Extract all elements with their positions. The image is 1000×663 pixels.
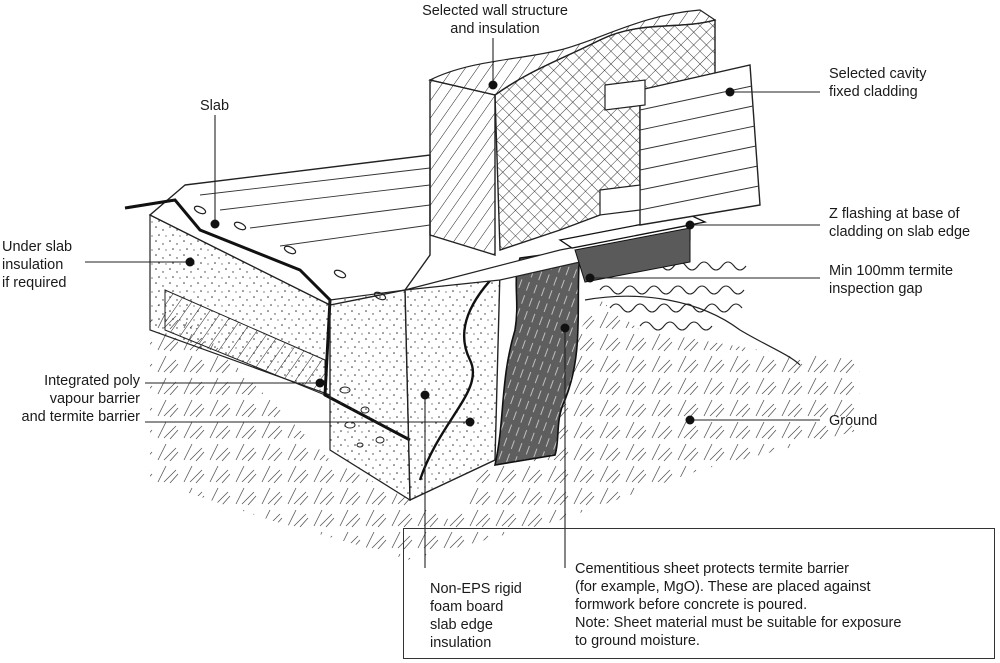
cavity-batten-bottom [599,184,641,216]
cavity-batten-top [604,79,646,111]
label-vapour-barrier-line-1: Integrated poly [44,373,140,389]
label-inspection-gap: Min 100mm termite inspection gap [829,262,953,298]
aggregate-stones [339,386,385,448]
label-cladding-line-2: fixed cladding [829,84,918,100]
edge-insulation-board [404,269,501,502]
gravel-coils [599,261,747,331]
label-cladding: Selected cavity fixed cladding [829,65,927,101]
label-cementitious-line-4: Note: Sheet material must be suitable fo… [575,615,902,631]
label-cladding-line-1: Selected cavity [829,66,927,82]
label-edge-insulation: Non-EPS rigid foam board slab edge insul… [430,580,522,652]
label-vapour-barrier-line-3: and termite barrier [21,409,140,425]
wall-top [428,9,717,96]
leader-lines [85,38,820,568]
label-cementitious-line-5: to ground moisture. [575,633,700,649]
label-vapour-barrier: Integrated poly vapour barrier and termi… [2,372,140,426]
cladding-boards [639,64,761,226]
label-vapour-barrier-line-2: vapour barrier [49,391,140,407]
label-under-slab-line-2: insulation [2,257,64,273]
wall-frame-side [429,79,496,256]
edge-insulation-wavy [418,269,501,481]
label-cementitious-line-2: (for example, MgO). These are placed aga… [575,579,871,595]
label-z-flashing-line-1: Z flashing at base of [829,206,960,222]
label-wall-line-1: Selected wall structure [422,3,568,19]
termite-gap [574,227,691,283]
ground-hatching [150,300,860,560]
label-wall-line-2: and insulation [450,21,540,37]
label-under-slab: Under slab insulation if required [2,238,72,292]
slab-top-lines [199,167,431,247]
label-z-flashing-line-2: cladding on slab edge [829,224,971,240]
label-slab: Slab [200,97,229,115]
label-z-flashing: Z flashing at base of cladding on slab e… [829,205,970,241]
label-cementitious: Cementitious sheet protects termite barr… [575,560,901,650]
label-under-slab-line-1: Under slab [2,239,73,255]
label-edge-insulation-line-1: Non-EPS rigid [430,581,522,597]
label-edge-insulation-line-2: foam board [430,599,504,615]
label-wall-structure: Selected wall structure and insulation [400,2,590,38]
label-under-slab-line-3: if required [2,275,67,291]
label-slab-line-1: Slab [200,98,230,114]
note-box [403,528,995,659]
label-ground-line-1: Ground [829,413,878,429]
vapour-barrier-line [124,198,411,442]
label-edge-insulation-line-3: slab edge [430,617,493,633]
label-inspection-gap-line-1: Min 100mm termite [829,263,954,279]
ground-mound [584,295,801,366]
label-edge-insulation-line-4: insulation [430,635,492,651]
cladding-lines [639,85,760,211]
label-cementitious-line-1: Cementitious sheet protects termite barr… [575,561,849,577]
label-cementitious-line-3: formwork before concrete is poured. [575,597,808,613]
label-ground: Ground [829,412,877,430]
cementitious-sheet [493,249,581,466]
label-inspection-gap-line-2: inspection gap [829,281,923,297]
leader-dots [185,80,735,427]
